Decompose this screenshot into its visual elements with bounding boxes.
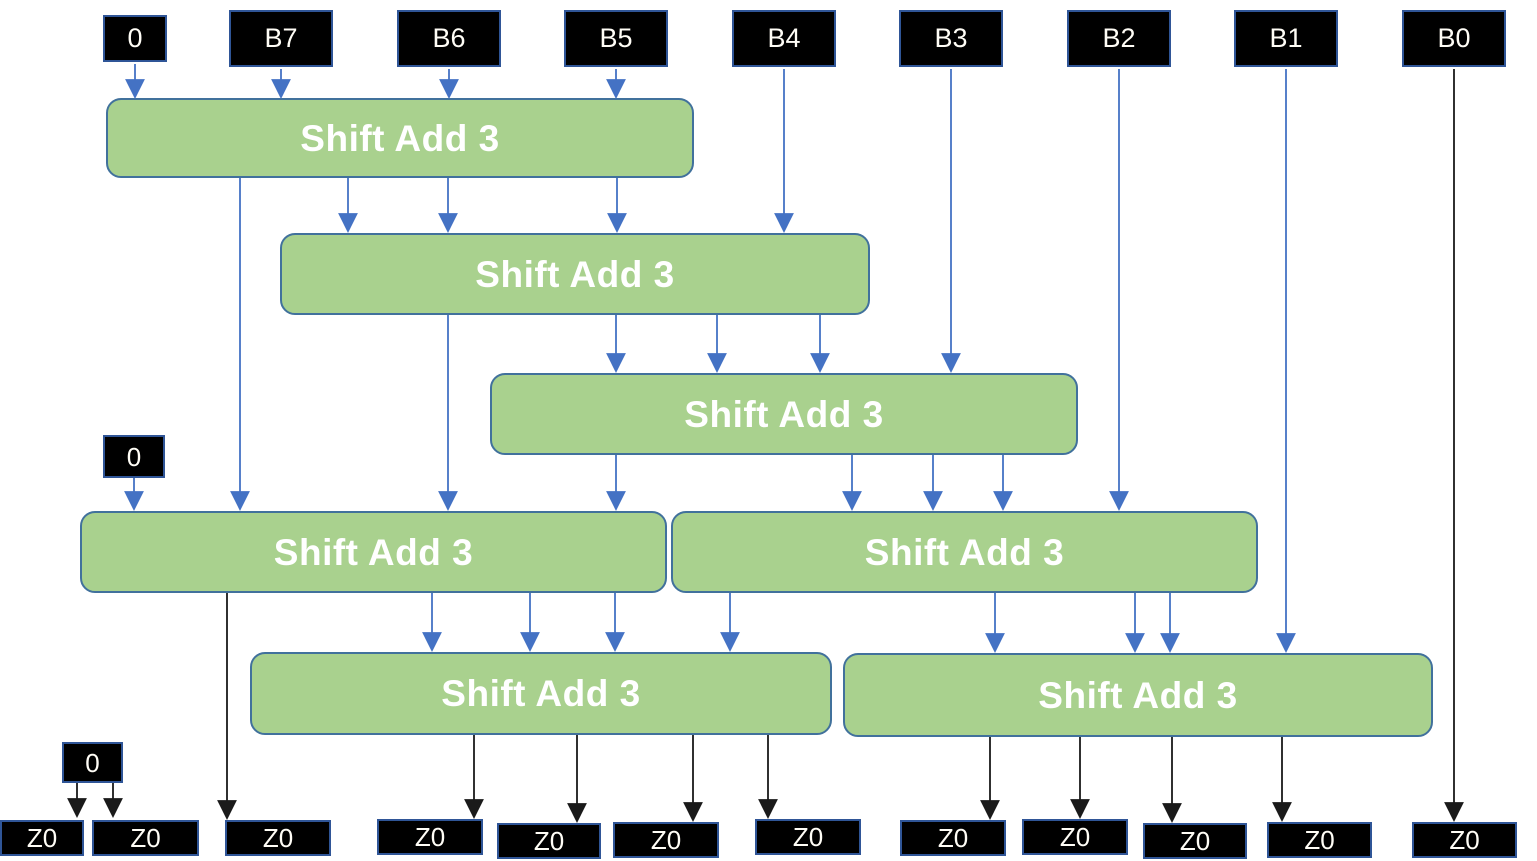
shift-add-block-1: Shift Add 3: [106, 98, 694, 178]
input-box-b4: B4: [732, 10, 836, 67]
output-box-z0-10: Z0: [1143, 823, 1247, 859]
output-box-z0-7: Z0: [755, 819, 861, 855]
input-box-0: 0: [103, 15, 167, 62]
shift-add-block-3: Shift Add 3: [490, 373, 1078, 455]
shift-add-block-6: Shift Add 3: [250, 652, 832, 735]
input-box-b2: B2: [1067, 10, 1171, 67]
input-box-b1: B1: [1234, 10, 1338, 67]
shift-add-block-4: Shift Add 3: [80, 511, 667, 593]
shift-add-block-2: Shift Add 3: [280, 233, 870, 315]
input-box-b7: B7: [229, 10, 333, 67]
shift-add-block-5: Shift Add 3: [671, 511, 1258, 593]
input-box-b6: B6: [397, 10, 501, 67]
shift-add-block-7: Shift Add 3: [843, 653, 1433, 737]
zero-input-box-2: 0: [62, 742, 123, 783]
output-box-z0-12: Z0: [1412, 822, 1517, 858]
output-box-z0-2: Z0: [92, 820, 199, 856]
output-box-z0-11: Z0: [1267, 822, 1372, 858]
input-box-b0: B0: [1402, 10, 1506, 67]
output-box-z0-4: Z0: [377, 819, 483, 855]
output-box-z0-9: Z0: [1022, 819, 1128, 855]
output-box-z0-1: Z0: [0, 820, 84, 856]
output-box-z0-8: Z0: [900, 820, 1006, 856]
output-box-z0-5: Z0: [497, 823, 601, 859]
input-box-b5: B5: [564, 10, 668, 67]
output-box-z0-3: Z0: [225, 820, 331, 856]
output-box-z0-6: Z0: [613, 822, 719, 858]
zero-input-box-1: 0: [103, 435, 165, 478]
input-box-b3: B3: [899, 10, 1003, 67]
